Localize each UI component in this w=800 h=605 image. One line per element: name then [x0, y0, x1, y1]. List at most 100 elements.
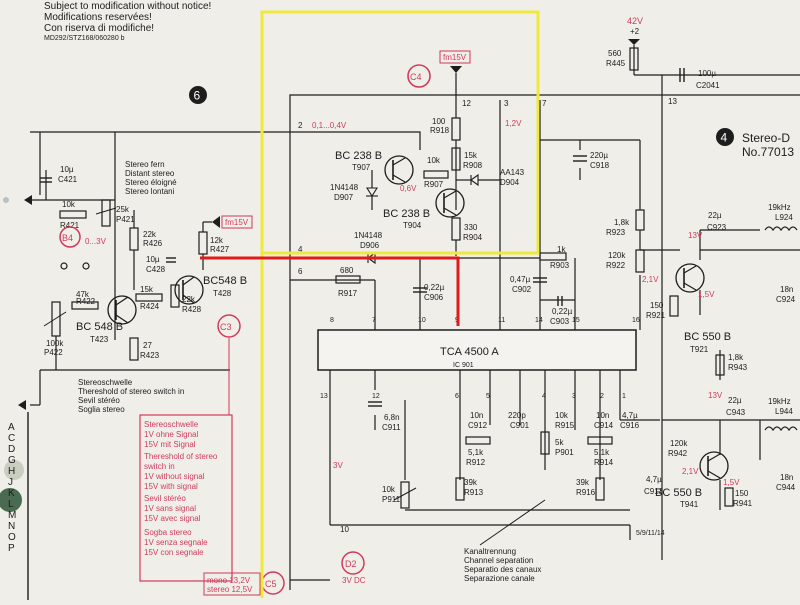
svg-text:1: 1 — [622, 393, 626, 400]
ic-ref: IC 901 — [453, 362, 474, 369]
punch-hole — [4, 460, 24, 480]
note-line: 15V avec signal — [144, 514, 201, 523]
r918-ref: R918 — [430, 126, 450, 135]
r916-value: 39k — [576, 478, 590, 487]
d907-value: 1N4148 — [330, 183, 359, 192]
c924-ref: C924 — [776, 295, 796, 304]
v15a-label: 1,5V — [698, 290, 715, 299]
svg-text:6: 6 — [455, 393, 459, 400]
transistor-t921-symbol — [675, 263, 705, 293]
r923-ref: R923 — [606, 228, 626, 237]
r424-value: 15k — [140, 285, 154, 294]
t907-ref: T907 — [352, 163, 371, 172]
b4-range: 0...3V — [85, 237, 107, 246]
section-6-label: 6 — [194, 89, 201, 103]
margin-letter: M — [8, 510, 16, 521]
margin-letter: H — [8, 466, 15, 477]
t423-value: BC 548 B — [76, 321, 123, 333]
r941-value: 150 — [735, 489, 749, 498]
svg-text:8: 8 — [330, 317, 334, 324]
svg-text:5: 5 — [486, 393, 490, 400]
transistor-t904-symbol — [435, 188, 465, 218]
stereo-fern-it: Stereo lontani — [125, 187, 175, 196]
stereo-fern-de: Stereo fern — [125, 160, 165, 169]
r908-ref: R908 — [463, 161, 483, 170]
main-line-voltage: 0,1...0,4V — [312, 121, 347, 130]
v06-label: 0,6V — [400, 184, 417, 193]
transistor-t907-symbol — [384, 155, 414, 185]
doc-code: MD292/STZ168/060280 b — [44, 35, 125, 42]
note-line: 15V with signal — [144, 482, 198, 491]
svg-text:3: 3 — [572, 393, 576, 400]
r917-value: 680 — [340, 266, 354, 275]
kanal-en: Channel separation — [464, 556, 533, 565]
decoder-outputs: 1,8k R923 120k R922 13V 2,1V 1,5V 150 R9… — [606, 203, 798, 509]
r916-ref: R916 — [576, 488, 596, 497]
supply-42v: 42V +2 560 R445 100µ C2041 13 — [606, 16, 800, 560]
margin-letter: A — [8, 422, 15, 433]
r907-ref: R907 — [424, 180, 444, 189]
c918-ref: C918 — [590, 161, 610, 170]
margin-letter: O — [8, 532, 16, 543]
margin-letter: C — [8, 433, 15, 444]
highlight-overlay — [200, 10, 540, 598]
t921-ref: T921 — [690, 345, 709, 354]
p422-ref: P422 — [44, 348, 63, 357]
yellow-highlight-box — [260, 10, 540, 598]
svg-text:12: 12 — [372, 393, 380, 400]
wire-network — [30, 100, 800, 581]
node-13: 13 — [668, 97, 677, 106]
c923-value: 22µ — [708, 211, 722, 220]
r424-ref: R424 — [140, 302, 160, 311]
module-frame — [289, 94, 800, 590]
pin-5-9-11-14: 5/9/11/14 — [636, 530, 665, 537]
r921-ref: R921 — [646, 311, 666, 320]
r423-value: 27 — [143, 341, 152, 350]
p911-value: 10k — [382, 485, 396, 494]
section-4-label: 4 — [721, 131, 728, 145]
p422-value: 100k — [46, 339, 64, 348]
t904-value: BC 238 B — [383, 208, 430, 220]
pin-3: 3 — [504, 99, 509, 108]
v15b-label: 1,5V — [723, 478, 740, 487]
c4-label: C4 — [410, 72, 422, 82]
notice-en: Subject to modification without notice! — [44, 1, 211, 12]
r422-ref: R422 — [76, 297, 96, 306]
stereoschwelle-de: Stereoschwelle — [78, 378, 133, 387]
section-6-badge — [189, 86, 207, 104]
fm-label-left: fm15V — [225, 218, 249, 227]
note-line: Thereshold of stereo — [144, 452, 218, 461]
r428-ref: R428 — [182, 305, 202, 314]
pin-6: 6 — [298, 267, 303, 276]
c3-label: C3 — [220, 322, 232, 332]
c428-ref: C428 — [146, 265, 166, 274]
p901-value: 5k — [555, 438, 564, 447]
note-line: 1V senza segnale — [144, 538, 208, 547]
c913-value: 4,7µ — [646, 475, 662, 484]
r913-value: 39k — [464, 478, 478, 487]
d904-ref: D904 — [500, 178, 520, 187]
r445-value: 560 — [608, 49, 622, 58]
t907-value: BC 238 B — [335, 150, 382, 162]
ic-lower-components: 6,8n C911 10n C912 220p C901 10k R915 10… — [333, 401, 640, 583]
note-line: switch in — [144, 462, 175, 471]
r421-ref: R421 — [60, 221, 80, 230]
section-4-title: Stereo-D — [742, 131, 790, 145]
c906-value: 0,22µ — [424, 283, 445, 292]
stereoschwelle-it: Soglia stereo — [78, 405, 125, 414]
r943-ref: R943 — [728, 363, 748, 372]
margin-index-letters: A C D G H J K L M N O P — [8, 412, 29, 600]
v12-label: 1,2V — [505, 119, 522, 128]
t921-value: BC 550 B — [684, 331, 731, 343]
margin-letter: D — [8, 444, 15, 455]
c911-ref: C911 — [382, 423, 401, 432]
pin-12: 12 — [462, 99, 471, 108]
svg-text:4: 4 — [542, 393, 546, 400]
r445-ref: R445 — [606, 59, 626, 68]
pin-2: 2 — [298, 121, 303, 130]
svg-text:10: 10 — [418, 317, 426, 324]
r941-ref: R941 — [733, 499, 753, 508]
p901-ref: P901 — [555, 448, 574, 457]
r913-ref: R913 — [464, 488, 484, 497]
v21a-label: 2,1V — [642, 275, 659, 284]
